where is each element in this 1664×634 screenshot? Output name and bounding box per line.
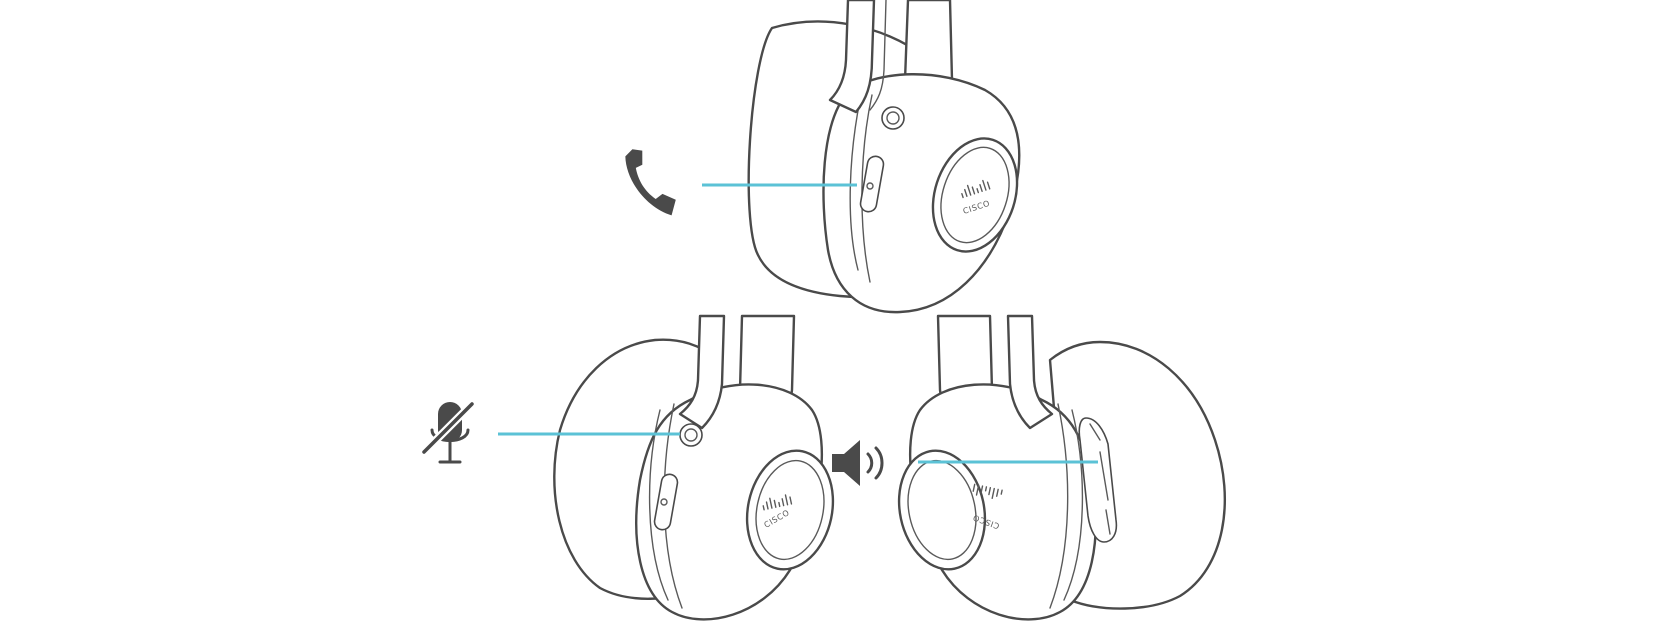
headset-bottom-right: CISCO [897,314,1226,621]
volume-rocker[interactable] [1078,417,1118,543]
headset-top: CISCO [747,0,1021,314]
mic-mute-icon[interactable] [420,400,476,464]
headset-bottom-left: CISCO [553,314,835,621]
speaker-volume-icon[interactable] [832,440,884,486]
mute-button[interactable] [679,423,703,447]
phone-icon[interactable] [618,148,682,216]
